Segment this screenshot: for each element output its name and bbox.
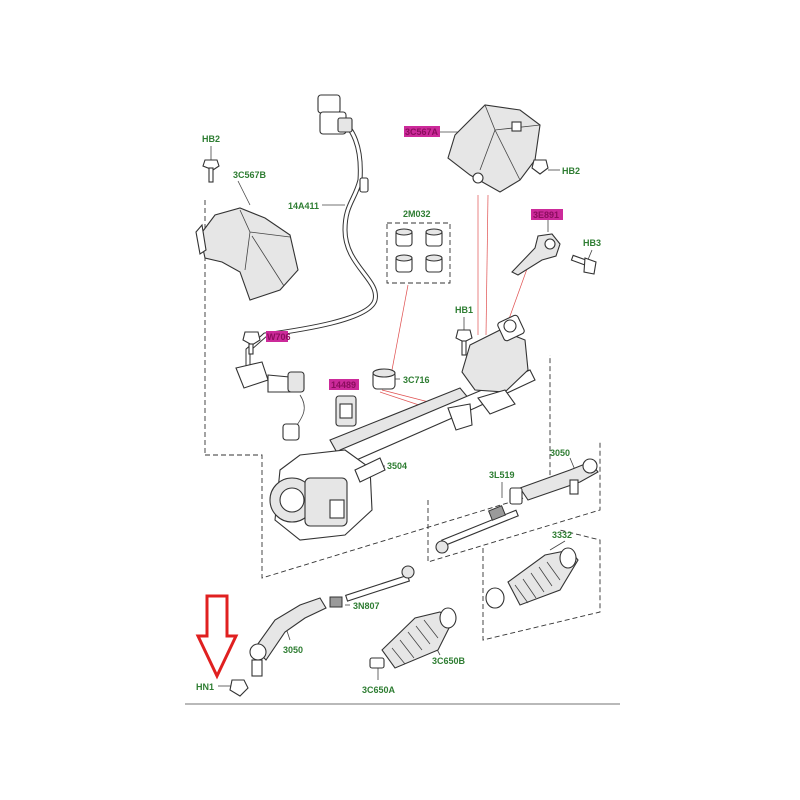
bolt-hb2-left: [202, 159, 220, 183]
highlight-w706: [266, 331, 288, 342]
heat-shield-right: [447, 104, 541, 193]
bushing-2: [425, 228, 443, 247]
highlight-3e891: [531, 209, 563, 220]
label-hn1: HN1: [196, 682, 214, 692]
highlight-3c567a: [404, 126, 440, 137]
inner-tie-rod-right: [435, 505, 519, 554]
label-3c650a: 3C650A: [362, 685, 396, 695]
tie-rod-end-left: [249, 597, 327, 677]
bushing-set: [395, 228, 443, 273]
nut-hn1: [229, 679, 249, 697]
inner-tie-rod-left: [329, 565, 415, 608]
label-3e891: 3E891: [533, 210, 559, 220]
label-3050-right: 3050: [550, 448, 570, 458]
leader-3332: [549, 540, 566, 551]
bolt-hb1: [455, 329, 473, 356]
steering-rack: [269, 314, 536, 541]
label-hb3: HB3: [583, 238, 601, 248]
bushing-4: [425, 254, 443, 273]
label-3c567b: 3C567B: [233, 170, 267, 180]
label-3c567a: 3C567A: [405, 127, 439, 137]
label-hb2-right: HB2: [562, 166, 580, 176]
boot-left: [381, 607, 457, 669]
clip-14489: [335, 395, 357, 427]
bushing-3c716: [372, 368, 396, 390]
label-3c650b: 3C650B: [432, 656, 466, 666]
boot-right: [485, 547, 579, 609]
red-pointer-arrow: [195, 594, 239, 680]
label-14a411: 14A411: [288, 201, 319, 211]
red-leader-1: [391, 284, 409, 371]
clamp-3c650a: [369, 657, 385, 669]
bolt-hb2-right: [531, 159, 549, 175]
bushing-1: [395, 228, 413, 247]
label-2m032: 2M032: [403, 209, 431, 219]
label-14489: 14489: [331, 380, 356, 390]
tie-rod-end-right: [509, 458, 599, 505]
highlight-14489: [329, 379, 359, 390]
bushing-3: [395, 254, 413, 273]
label-3n807: 3N807: [353, 601, 380, 611]
label-3c716: 3C716: [403, 375, 430, 385]
label-3332: 3332: [552, 530, 572, 540]
bolt-hb3: [570, 254, 597, 275]
label-3l519: 3L519: [489, 470, 515, 480]
red-leader-3: [485, 194, 489, 336]
heat-shield-left: [195, 207, 299, 301]
label-3504: 3504: [387, 461, 407, 471]
label-hb1: HB1: [455, 305, 473, 315]
label-3050-left: 3050: [283, 645, 303, 655]
inner-rod-group-outline: [427, 440, 601, 563]
label-hb2-left: HB2: [202, 134, 220, 144]
bushing-set-outline: [386, 222, 451, 284]
label-w706: W706: [267, 332, 291, 342]
boot-group-outline: [482, 529, 601, 641]
leader-3c567b: [237, 180, 251, 206]
nut-w706: [242, 331, 261, 355]
bracket-3e891: [511, 233, 561, 276]
hose-assembly: [235, 94, 378, 441]
